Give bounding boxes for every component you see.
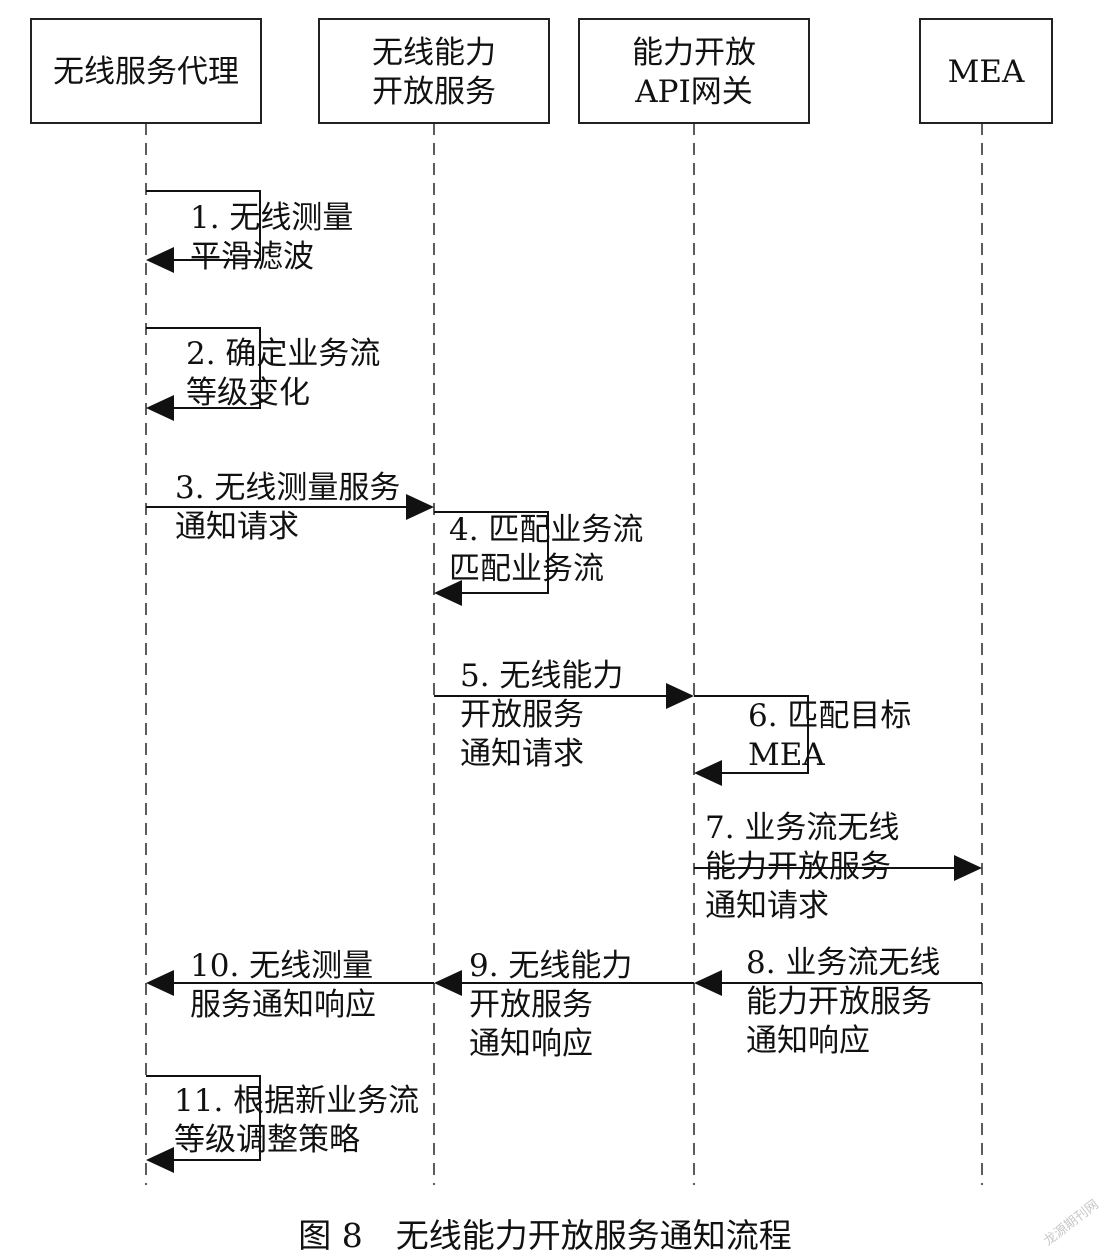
- participant-mea: MEA: [919, 18, 1053, 124]
- arrow-head: [434, 580, 462, 606]
- participant-label: 能力开放: [632, 35, 756, 71]
- watermark: 龙源期刊网: [1041, 1197, 1101, 1249]
- participant-label: 无线服务代理: [53, 54, 239, 90]
- message-label-line: 9. 无线能力: [469, 948, 632, 984]
- message-m2: [146, 327, 261, 421]
- message-label-line: 7. 业务流无线: [705, 810, 899, 846]
- figure-caption: 图 8 无线能力开放服务通知流程: [298, 1216, 792, 1255]
- participant-label: 开放服务: [372, 74, 496, 110]
- message-label-line: 11. 根据新业务流: [174, 1083, 419, 1119]
- lifelines: [145, 123, 983, 1185]
- self-message-line: [434, 511, 549, 594]
- message-label-line: 通知响应: [746, 1023, 870, 1059]
- message-m6: [694, 695, 809, 786]
- message-label-line: 通知响应: [469, 1026, 593, 1062]
- message-label-line: 能力开放服务: [705, 849, 891, 885]
- message-label-line: 1. 无线测量: [190, 200, 353, 236]
- message-label-line: 等级调整策略: [174, 1122, 360, 1158]
- self-message-line: [146, 190, 261, 261]
- message-label-line: 服务通知响应: [190, 987, 376, 1023]
- message-m4: [434, 511, 549, 606]
- participant-label: API网关: [634, 74, 753, 110]
- message-m11: [146, 1075, 261, 1173]
- message-arrows: [146, 190, 982, 1173]
- message-m1: [146, 190, 261, 273]
- message-label-line: 等级变化: [186, 375, 310, 411]
- message-label-line: 能力开放服务: [746, 984, 932, 1020]
- arrow-head: [694, 760, 722, 786]
- self-message-line: [146, 327, 261, 409]
- message-label-line: 8. 业务流无线: [746, 945, 940, 981]
- arrow-head: [146, 395, 174, 421]
- message-m9: [434, 970, 694, 996]
- message-label-line: 3. 无线测量服务: [175, 470, 400, 506]
- participant-box: [578, 18, 810, 124]
- message-m10: [146, 970, 434, 996]
- message-label-line: 6. 匹配目标: [748, 698, 911, 734]
- participant-box: [318, 18, 550, 124]
- arrow-head: [434, 970, 462, 996]
- participant-box: [919, 18, 1053, 124]
- self-message-line: [694, 695, 809, 774]
- self-message-line: [146, 1075, 261, 1161]
- message-label-line: 通知请求: [460, 736, 584, 772]
- participant-agent: 无线服务代理: [30, 18, 262, 124]
- message-label-line: MEA: [748, 737, 825, 773]
- arrow-head: [954, 855, 982, 881]
- message-m7: [694, 855, 982, 881]
- message-label-line: 通知请求: [705, 888, 829, 924]
- message-m8: [694, 970, 982, 996]
- arrow-head: [406, 494, 434, 520]
- participant-wireless: 无线能力开放服务: [318, 18, 550, 124]
- message-label-line: 4. 匹配业务流: [449, 512, 643, 548]
- message-m3: [146, 494, 434, 520]
- message-label-line: 5. 无线能力: [460, 658, 623, 694]
- participant-box: [30, 18, 262, 124]
- arrow-head: [666, 683, 694, 709]
- arrow-head: [694, 970, 722, 996]
- message-m5: [434, 683, 694, 709]
- arrow-head: [146, 970, 174, 996]
- message-label-line: 通知请求: [175, 509, 299, 545]
- arrow-head: [146, 247, 174, 273]
- participant-label: MEA: [948, 54, 1025, 90]
- arrow-head: [146, 1147, 174, 1173]
- message-label-line: 开放服务: [469, 987, 593, 1023]
- message-label-line: 10. 无线测量: [190, 948, 373, 984]
- message-label-line: 平滑滤波: [190, 239, 314, 275]
- message-label-line: 2. 确定业务流: [186, 336, 380, 372]
- message-label-line: 开放服务: [460, 697, 584, 733]
- message-label-line: 匹配业务流: [449, 551, 604, 587]
- participant-label: 无线能力: [372, 35, 496, 71]
